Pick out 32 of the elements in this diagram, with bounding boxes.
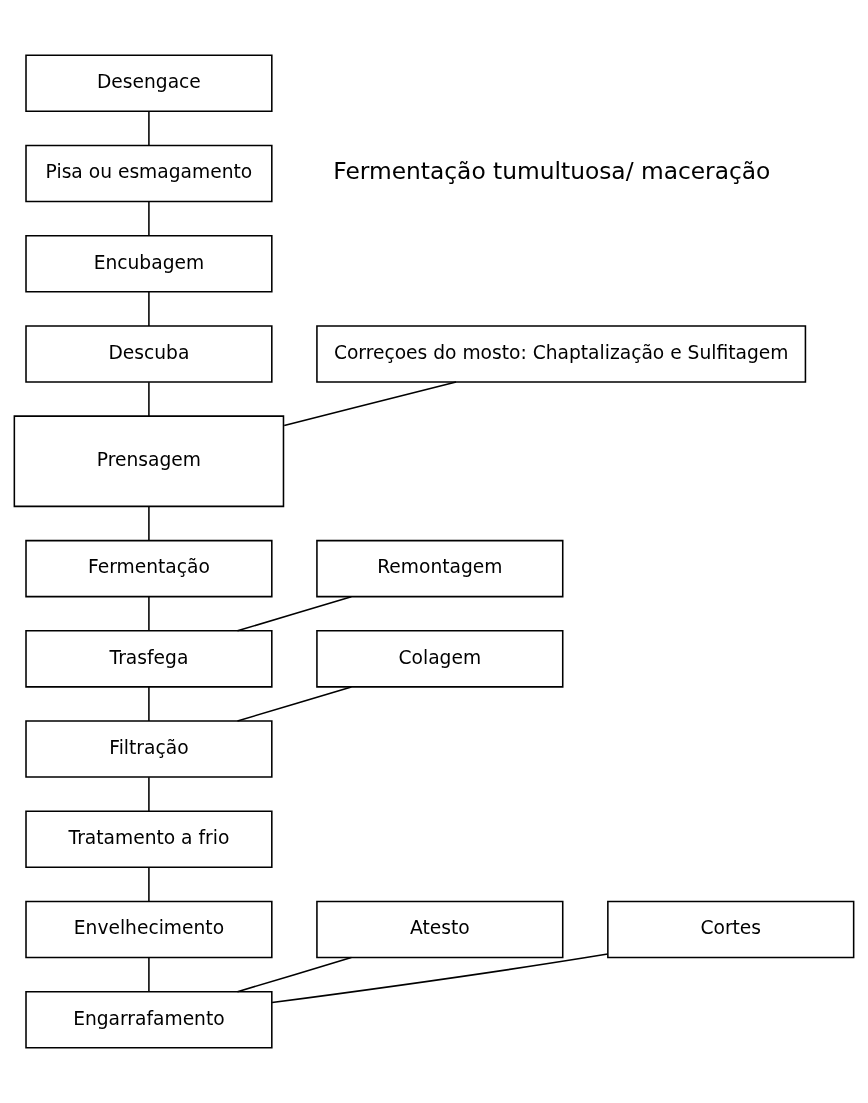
connector xyxy=(236,686,353,722)
connector xyxy=(148,200,150,237)
connector xyxy=(236,595,353,632)
node-box: Desengace xyxy=(25,54,273,112)
connector xyxy=(148,291,150,327)
node-box: Colagem xyxy=(316,630,564,688)
connector xyxy=(236,956,353,993)
node-box: Cortes xyxy=(607,900,855,959)
node-box: Descuba xyxy=(25,325,273,383)
connector xyxy=(148,110,150,147)
node-box: Remontagem xyxy=(316,539,564,598)
node-box: Tratamento a frio xyxy=(25,810,273,869)
node-box: Encubagem xyxy=(25,234,273,293)
connector xyxy=(148,776,150,813)
connector xyxy=(148,596,150,632)
connector xyxy=(271,953,609,1004)
node-box: Pisa ou esmagamento xyxy=(25,144,273,203)
node-box: Prensagem xyxy=(13,415,285,508)
connector xyxy=(283,381,457,427)
connector xyxy=(148,866,150,903)
connector xyxy=(148,381,150,417)
node-box: Fermentação xyxy=(25,539,273,598)
node-box: Envelhecimento xyxy=(25,900,273,959)
node-box: Filtração xyxy=(25,720,273,778)
connector xyxy=(148,956,150,993)
connector xyxy=(148,686,150,722)
node-box: Trasfega xyxy=(25,630,273,688)
node-box: Atesto xyxy=(316,900,564,959)
label: Fermentação tumultuosa/ maceração xyxy=(333,156,771,185)
connector xyxy=(148,505,150,542)
node-box: Correçoes do mosto: Chaptalização e Sulfitagem xyxy=(316,325,807,383)
node-box: Engarrafamento xyxy=(25,991,273,1049)
